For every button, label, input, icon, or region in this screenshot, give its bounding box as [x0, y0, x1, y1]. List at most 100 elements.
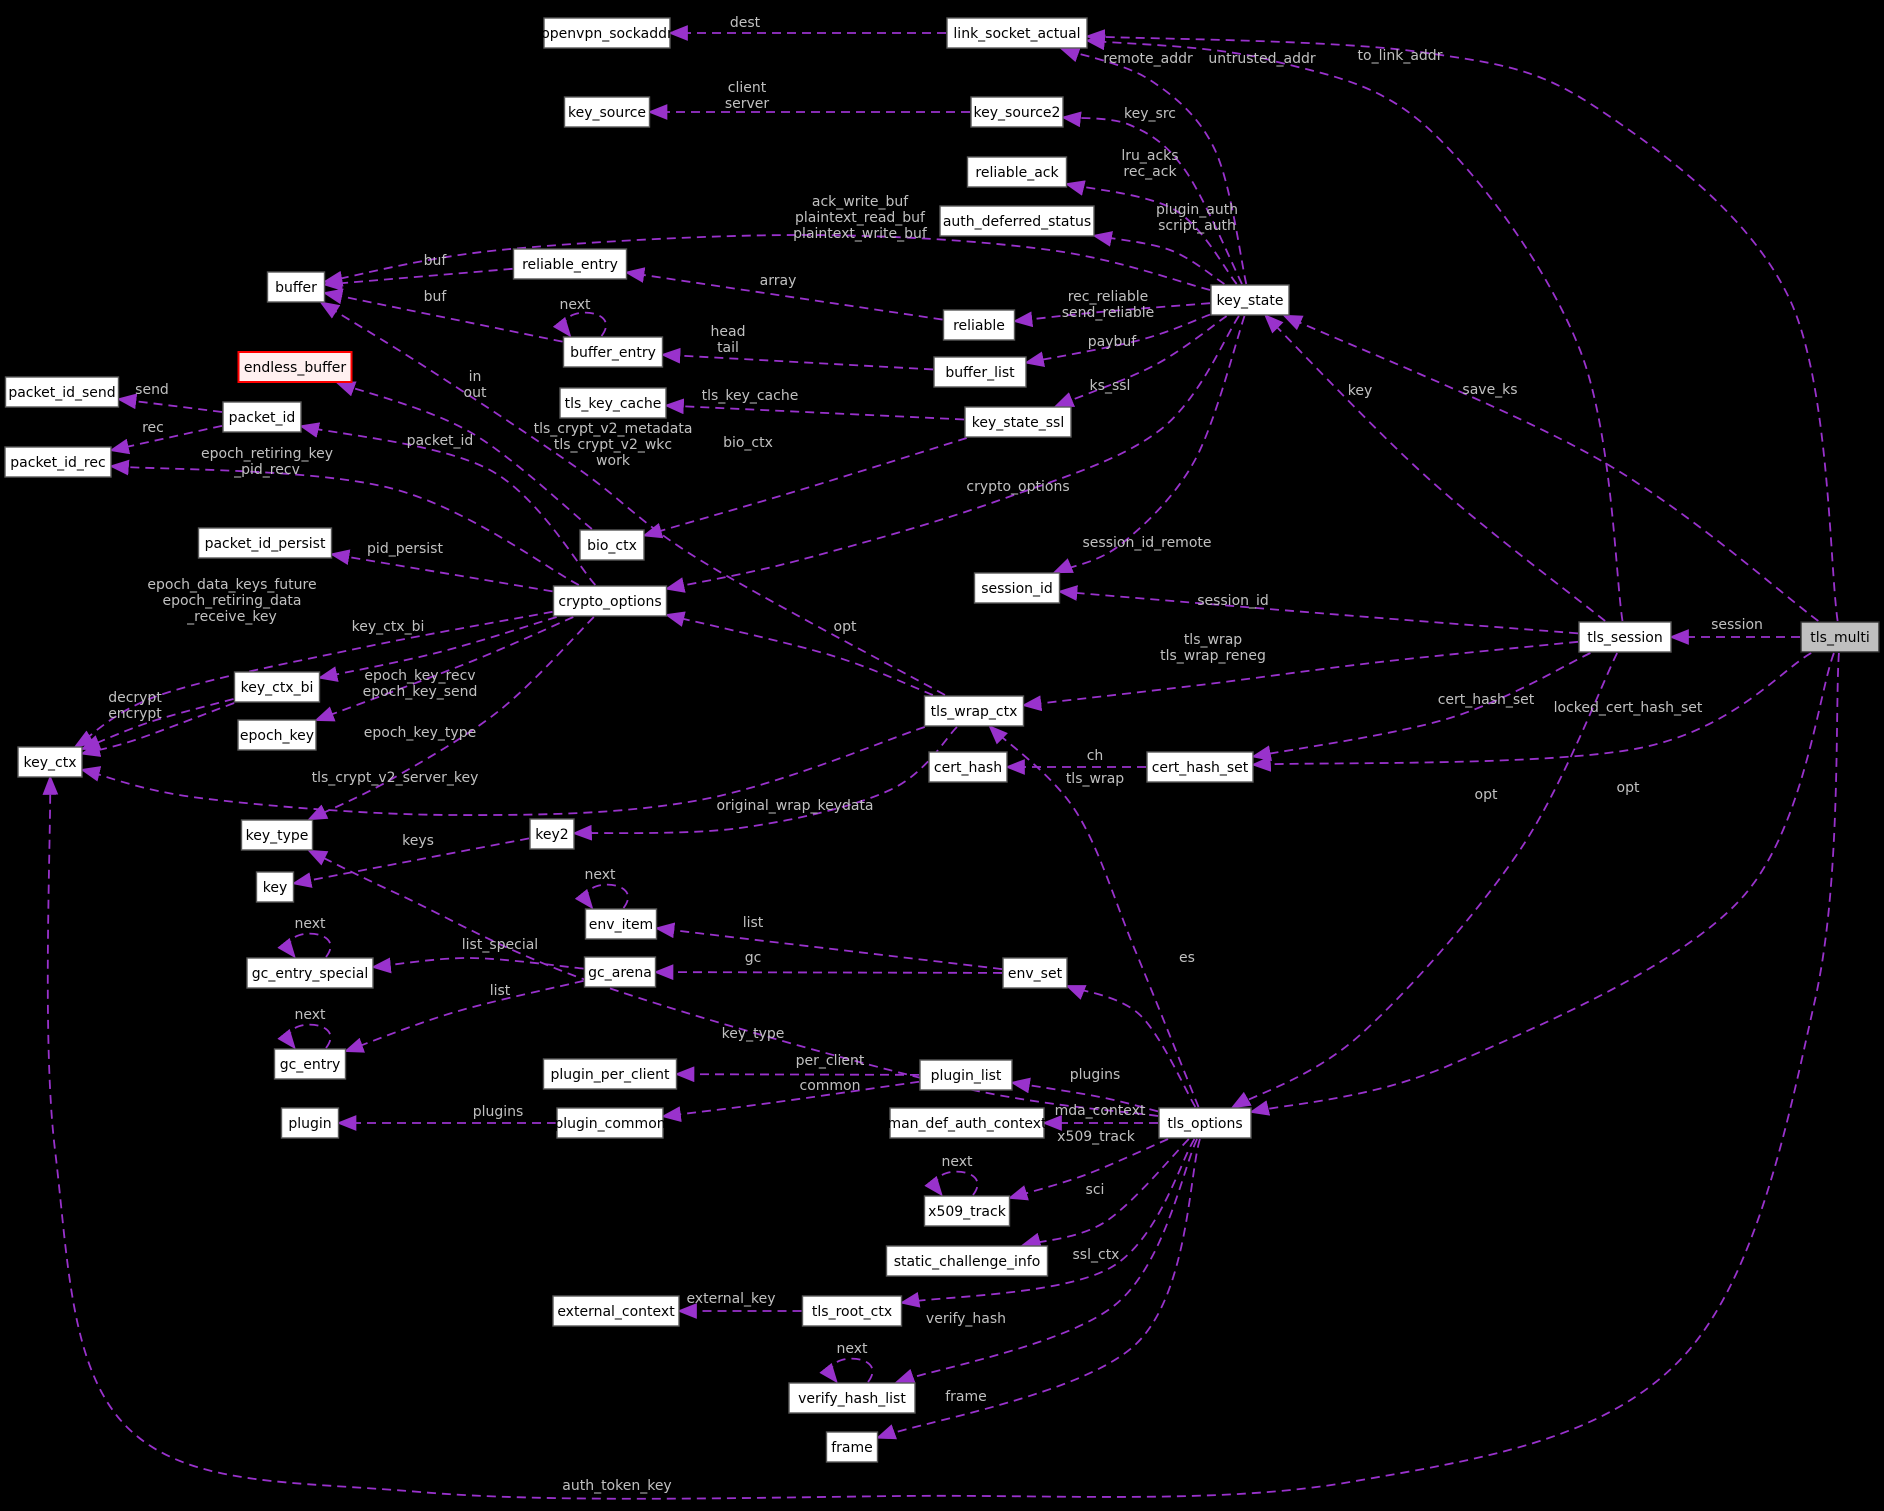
node-cert_hash[interactable]: cert_hash [928, 751, 1008, 783]
node-tls_session[interactable]: tls_session [1578, 621, 1672, 653]
edge-env_set-gc_arena [653, 964, 1003, 981]
edge-buffer_list-buffer_entry [660, 347, 934, 371]
edge-label: tls_wrap [1184, 632, 1242, 648]
node-label: man_def_auth_context [887, 1116, 1047, 1132]
node-packet_id_persist[interactable]: packet_id_persist [197, 527, 333, 559]
edge-label: paybuf [1088, 334, 1138, 350]
node-label: env_set [1008, 966, 1063, 982]
edge-tls_multi-key_state [1282, 314, 1819, 622]
node-plugin_list[interactable]: plugin_list [919, 1059, 1013, 1091]
edge-key_state_ssl-tls_key_cache [664, 398, 965, 421]
node-key_type[interactable]: key_type [240, 819, 314, 851]
edge-bio_ctx-endless_buffer [335, 381, 593, 530]
node-env_item[interactable]: env_item [584, 908, 658, 940]
node-auth_deferred_status[interactable]: auth_deferred_status [939, 205, 1095, 237]
edge-crypto_options-key_type [307, 616, 595, 821]
edge-tls_multi-link_socket_actual [1085, 29, 1839, 622]
node-tls_root_ctx[interactable]: tls_root_ctx [801, 1295, 903, 1327]
node-cert_hash_set[interactable]: cert_hash_set [1146, 751, 1254, 783]
node-gc_arena[interactable]: gc_arena [583, 956, 657, 988]
node-key_ctx[interactable]: key_ctx [17, 746, 83, 778]
node-tls_wrap_ctx[interactable]: tls_wrap_ctx [923, 695, 1025, 727]
node-epoch_key[interactable]: epoch_key [237, 719, 317, 751]
node-link_socket_actual[interactable]: link_socket_actual [946, 17, 1088, 49]
edge-key_state-reliable [1012, 302, 1211, 328]
node-external_context[interactable]: external_context [552, 1295, 680, 1327]
node-tls_multi[interactable]: tls_multi [1800, 621, 1880, 653]
edge-tls_wrap_ctx-crypto_options [664, 611, 934, 696]
node-plugin[interactable]: plugin [280, 1107, 340, 1139]
node-buffer_entry[interactable]: buffer_entry [562, 336, 664, 368]
node-tls_key_cache[interactable]: tls_key_cache [559, 387, 667, 419]
node-reliable_entry[interactable]: reliable_entry [512, 248, 628, 280]
edge-crypto_options-epoch_key [314, 616, 574, 722]
edge-tls_options-env_set [1065, 985, 1197, 1108]
edge-tls_wrap_ctx-key_ctx [80, 726, 926, 816]
edge-tls_options-x509_track [1007, 1138, 1169, 1201]
edge-label: next [559, 297, 591, 313]
edge-label: work [596, 453, 631, 469]
node-key_source2[interactable]: key_source2 [970, 96, 1064, 128]
node-env_set[interactable]: env_set [1002, 957, 1068, 989]
edge-label: next [294, 1007, 326, 1023]
edge-tls_options-tls_root_ctx [899, 1138, 1196, 1308]
node-reliable[interactable]: reliable [942, 309, 1016, 341]
node-label: tls_multi [1810, 630, 1869, 646]
node-crypto_options[interactable]: crypto_options [552, 585, 668, 617]
node-frame[interactable]: frame [825, 1431, 879, 1463]
node-man_def_auth_context[interactable]: man_def_auth_context [887, 1107, 1047, 1139]
node-packet_id_send[interactable]: packet_id_send [4, 376, 120, 408]
edge-label: ch [1087, 748, 1104, 764]
node-label: epoch_key [240, 728, 314, 744]
edge-crypto_options-key_ctx [73, 610, 553, 748]
edge-label: epoch_retiring_data [162, 593, 301, 609]
node-buffer[interactable]: buffer [266, 271, 326, 303]
node-label: key_type [246, 828, 309, 844]
edge-label: plugins [473, 1104, 524, 1120]
node-packet_id[interactable]: packet_id [222, 401, 302, 433]
node-label: plugin_list [931, 1068, 1002, 1084]
edge-key_state-buffer [322, 234, 1211, 291]
edge-label: cert_hash_set [1438, 692, 1535, 708]
edge-tls_multi-tls_options [1249, 652, 1835, 1116]
node-tls_options[interactable]: tls_options [1158, 1107, 1252, 1139]
edge-tls_wrap_ctx-buffer [319, 301, 946, 696]
node-label: key_state_ssl [972, 415, 1064, 431]
edge-label: rec_ack [1123, 164, 1177, 180]
node-buffer_list[interactable]: buffer_list [933, 356, 1027, 388]
node-key_state_ssl[interactable]: key_state_ssl [964, 406, 1072, 438]
node-gc_entry_special[interactable]: gc_entry_special [246, 957, 374, 989]
node-label: tls_wrap_ctx [931, 704, 1018, 720]
node-label: link_socket_actual [953, 26, 1080, 42]
node-key[interactable]: key [255, 871, 295, 903]
node-plugin_common[interactable]: plugin_common [554, 1107, 666, 1139]
node-x509_track[interactable]: x509_track [923, 1195, 1011, 1227]
edge-label: _pid_recv [233, 462, 300, 478]
node-label: gc_entry [280, 1057, 341, 1073]
edge-x509_track-x509_track [924, 1170, 979, 1197]
node-plugin_per_client[interactable]: plugin_per_client [542, 1058, 678, 1090]
node-bio_ctx[interactable]: bio_ctx [579, 529, 645, 561]
node-gc_entry[interactable]: gc_entry [273, 1048, 347, 1080]
node-label: packet_id_rec [10, 455, 105, 471]
node-static_challenge_info[interactable]: static_challenge_info [885, 1245, 1049, 1277]
node-key_state[interactable]: key_state [1210, 284, 1290, 316]
edge-label: next [294, 916, 326, 932]
edge-crypto_options-packet_id [299, 422, 597, 586]
edge-key2-key [291, 837, 530, 888]
node-verify_hash_list[interactable]: verify_hash_list [788, 1382, 916, 1414]
edge-label: auth_token_key [562, 1478, 671, 1494]
node-label: tls_root_ctx [812, 1304, 892, 1320]
node-openvpn_sockaddr[interactable]: openvpn_sockaddr [541, 17, 673, 49]
node-key_source[interactable]: key_source [563, 96, 651, 128]
edge-label: buf [424, 289, 448, 305]
edge-label: epoch_key_send [363, 684, 478, 700]
node-packet_id_rec[interactable]: packet_id_rec [4, 446, 112, 478]
node-session_id[interactable]: session_id [973, 572, 1061, 604]
node-endless_buffer[interactable]: endless_buffer [237, 351, 353, 383]
node-reliable_ack[interactable]: reliable_ack [966, 156, 1068, 188]
node-key_ctx_bi[interactable]: key_ctx_bi [233, 671, 321, 703]
node-label: verify_hash_list [798, 1391, 906, 1407]
node-key2[interactable]: key2 [529, 818, 575, 850]
